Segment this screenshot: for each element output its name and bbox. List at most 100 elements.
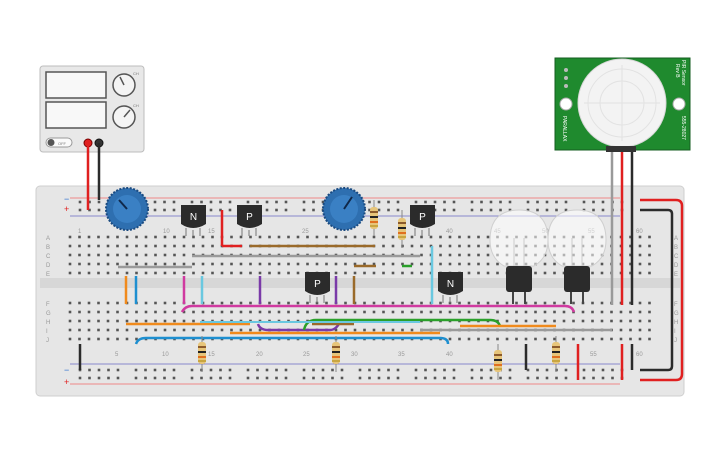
breadboard-hole[interactable]: [153, 200, 157, 204]
breadboard-hole[interactable]: [372, 271, 376, 275]
breadboard-hole[interactable]: [534, 310, 537, 314]
breadboard-hole[interactable]: [629, 319, 632, 323]
breadboard-hole[interactable]: [439, 262, 442, 266]
breadboard-hole[interactable]: [331, 368, 334, 372]
breadboard-hole[interactable]: [277, 310, 281, 314]
breadboard-hole[interactable]: [201, 328, 205, 332]
breadboard-hole[interactable]: [228, 208, 232, 212]
breadboard-hole[interactable]: [344, 235, 347, 239]
breadboard-hole[interactable]: [211, 301, 214, 305]
breadboard-hole[interactable]: [182, 328, 186, 332]
breadboard-hole[interactable]: [486, 337, 490, 341]
breadboard-hole[interactable]: [344, 328, 347, 332]
breadboard-hole[interactable]: [88, 208, 91, 212]
breadboard-hole[interactable]: [321, 368, 325, 372]
breadboard-hole[interactable]: [97, 235, 100, 239]
breadboard-hole[interactable]: [87, 328, 91, 332]
breadboard-hole[interactable]: [315, 235, 319, 239]
breadboard-hole[interactable]: [458, 262, 461, 266]
breadboard-hole[interactable]: [230, 262, 233, 266]
breadboard-hole[interactable]: [363, 328, 366, 332]
breadboard-hole[interactable]: [401, 271, 404, 275]
breadboard-hole[interactable]: [629, 337, 632, 341]
breadboard-hole[interactable]: [78, 208, 82, 212]
breadboard-hole[interactable]: [192, 328, 195, 332]
breadboard-hole[interactable]: [480, 200, 483, 204]
breadboard-hole[interactable]: [467, 301, 471, 305]
breadboard-hole[interactable]: [363, 310, 366, 314]
breadboard-hole[interactable]: [249, 301, 252, 305]
breadboard-hole[interactable]: [629, 301, 632, 305]
breadboard-hole[interactable]: [391, 235, 395, 239]
breadboard-hole[interactable]: [228, 200, 232, 204]
breadboard-hole[interactable]: [201, 244, 205, 248]
breadboard-hole[interactable]: [192, 271, 195, 275]
breadboard-hole[interactable]: [496, 310, 499, 314]
breadboard-hole[interactable]: [230, 328, 233, 332]
light-bulb-left[interactable]: [489, 209, 549, 304]
breadboard-hole[interactable]: [192, 244, 195, 248]
breadboard-hole[interactable]: [582, 200, 586, 204]
breadboard-hole[interactable]: [391, 301, 395, 305]
breadboard-hole[interactable]: [592, 208, 595, 212]
wire-rail-loop-red[interactable]: [640, 198, 684, 382]
breadboard-hole[interactable]: [344, 310, 347, 314]
breadboard-hole[interactable]: [553, 310, 556, 314]
breadboard-hole[interactable]: [246, 376, 250, 380]
breadboard-hole[interactable]: [433, 200, 437, 204]
breadboard-hole[interactable]: [555, 376, 558, 380]
breadboard-hole[interactable]: [344, 262, 347, 266]
breadboard-hole[interactable]: [211, 235, 214, 239]
breadboard-hole[interactable]: [220, 271, 224, 275]
breadboard-hole[interactable]: [600, 262, 604, 266]
breadboard-hole[interactable]: [387, 200, 390, 204]
breadboard-hole[interactable]: [220, 262, 224, 266]
breadboard-hole[interactable]: [144, 244, 148, 248]
breadboard-hole[interactable]: [340, 368, 344, 372]
breadboard-hole[interactable]: [638, 262, 642, 266]
breadboard-hole[interactable]: [135, 319, 138, 323]
resistor-2[interactable]: [398, 210, 406, 248]
breadboard-hole[interactable]: [325, 301, 328, 305]
breadboard-hole[interactable]: [601, 200, 605, 204]
breadboard-hole[interactable]: [325, 235, 328, 239]
breadboard-hole[interactable]: [88, 368, 91, 372]
breadboard-hole[interactable]: [401, 301, 404, 305]
breadboard-hole[interactable]: [424, 368, 427, 372]
breadboard-hole[interactable]: [135, 262, 138, 266]
breadboard-hole[interactable]: [209, 208, 213, 212]
breadboard-hole[interactable]: [135, 310, 138, 314]
breadboard-hole[interactable]: [287, 310, 290, 314]
breadboard-hole[interactable]: [353, 328, 357, 332]
breadboard-hole[interactable]: [353, 262, 357, 266]
breadboard-hole[interactable]: [477, 337, 480, 341]
breadboard-hole[interactable]: [201, 262, 205, 266]
breadboard-hole[interactable]: [258, 262, 262, 266]
breadboard-hole[interactable]: [163, 328, 167, 332]
breadboard-hole[interactable]: [372, 235, 376, 239]
breadboard-hole[interactable]: [619, 328, 623, 332]
breadboard-hole[interactable]: [134, 368, 138, 372]
breadboard-hole[interactable]: [192, 301, 195, 305]
breadboard-hole[interactable]: [443, 208, 446, 212]
breadboard-hole[interactable]: [135, 337, 138, 341]
breadboard-hole[interactable]: [414, 200, 418, 204]
breadboard-hole[interactable]: [562, 310, 566, 314]
breadboard-hole[interactable]: [306, 310, 309, 314]
breadboard-hole[interactable]: [78, 253, 81, 257]
breadboard-hole[interactable]: [302, 208, 306, 212]
wire-purple-mid[interactable]: [256, 321, 342, 332]
breadboard-hole[interactable]: [553, 319, 556, 323]
breadboard-hole[interactable]: [414, 368, 418, 372]
breadboard-hole[interactable]: [401, 310, 404, 314]
breadboard-hole[interactable]: [230, 235, 233, 239]
wire-rail-loop-black[interactable]: [640, 208, 674, 372]
breadboard-hole[interactable]: [78, 301, 81, 305]
breadboard-hole[interactable]: [387, 208, 390, 212]
breadboard-hole[interactable]: [382, 271, 385, 275]
breadboard-hole[interactable]: [470, 376, 474, 380]
breadboard-hole[interactable]: [78, 319, 81, 323]
breadboard-hole[interactable]: [211, 271, 214, 275]
breadboard-hole[interactable]: [268, 271, 271, 275]
breadboard-hole[interactable]: [68, 235, 72, 239]
